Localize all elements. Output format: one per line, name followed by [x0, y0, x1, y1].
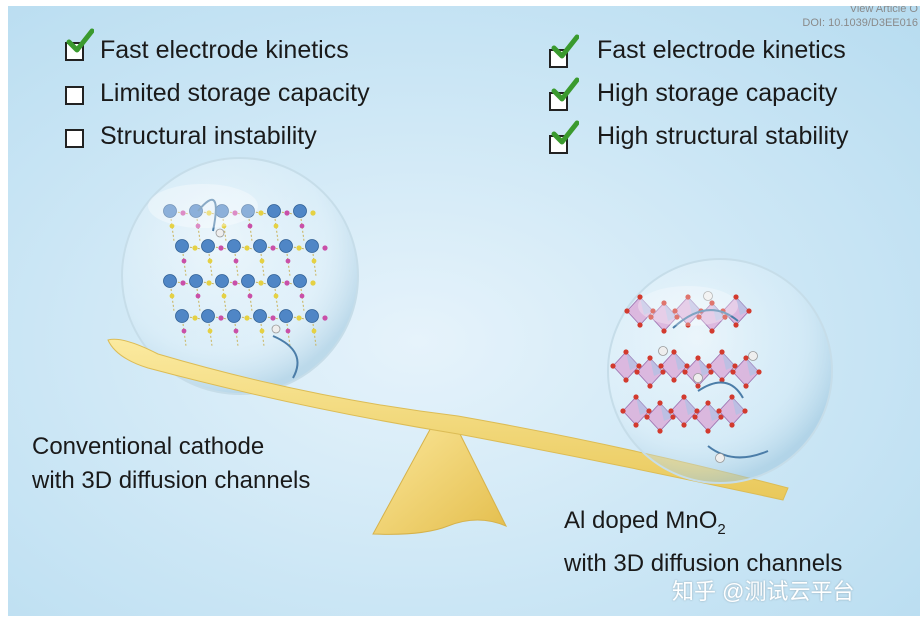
check-icon [66, 28, 94, 53]
right-caption-line2: with 3D diffusion channels [564, 549, 843, 577]
right-item-2: High storage capacity [597, 79, 838, 107]
check-icon [551, 34, 579, 59]
left-caption-line1: Conventional cathode [32, 433, 265, 460]
left-crystal-sphere [121, 157, 359, 395]
check-icon [551, 120, 579, 145]
doi-label: DOI: 10.1039/D3EE016 [802, 17, 918, 29]
left-item-1: Fast electrode kinetics [100, 36, 349, 64]
checkbox-left-2 [65, 86, 84, 105]
view-article-link[interactable]: View Article O [849, 6, 918, 15]
right-caption-line1: Al doped MnO2 [564, 504, 842, 547]
right-item-1: Fast electrode kinetics [597, 36, 846, 64]
right-caption: Al doped MnO2 with 3D diffusion channels [564, 504, 842, 581]
figure-panel: View Article O DOI: 10.1039/D3EE016 Fast… [8, 6, 920, 616]
checkbox-left-3 [65, 129, 84, 148]
right-item-3: High structural stability [597, 122, 849, 150]
check-icon [551, 77, 579, 102]
left-item-2: Limited storage capacity [100, 79, 370, 107]
left-caption-line2: with 3D diffusion channels [32, 467, 311, 494]
right-crystal-sphere [607, 258, 833, 484]
watermark: 知乎 @测试云平台 [672, 579, 855, 604]
fulcrum [372, 423, 508, 535]
left-item-3: Structural instability [100, 122, 317, 150]
left-caption: Conventional cathode with 3D diffusion c… [32, 430, 310, 498]
right-caption-compound: Al doped MnO [564, 507, 718, 534]
seesaw-beam [107, 338, 789, 501]
illustration [107, 157, 833, 535]
right-caption-subscript: 2 [717, 520, 726, 538]
